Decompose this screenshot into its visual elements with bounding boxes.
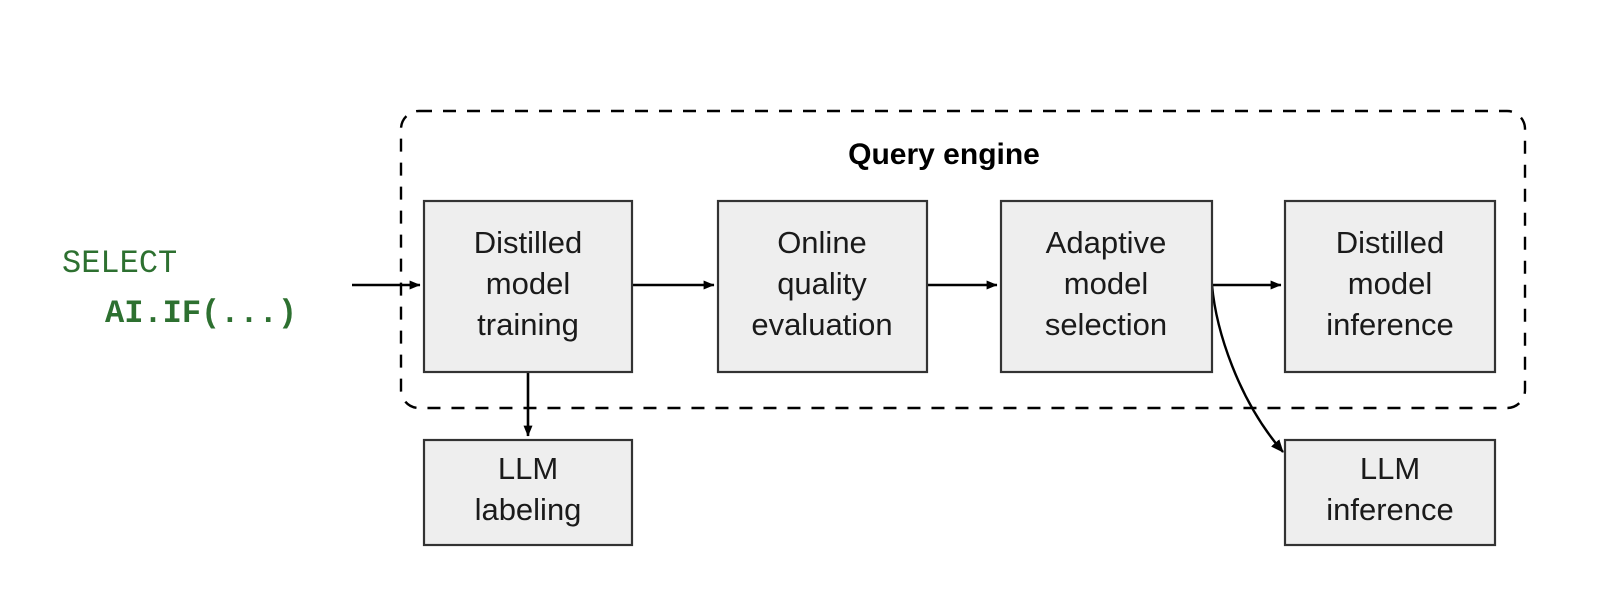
node-label-line: labeling [475, 492, 582, 527]
node-label-line: training [477, 307, 579, 342]
node-label-line: evaluation [751, 307, 892, 342]
node-label-line: Distilled [1336, 225, 1445, 260]
edge-selection-to-llm-inference [1210, 284, 1284, 453]
node-label-line: Online [777, 225, 867, 260]
sql-ai-if-call: AI.IF(...) [105, 295, 297, 332]
sql-select-keyword: SELECT [62, 245, 177, 282]
node-label-line: inference [1326, 307, 1454, 342]
node-label-line: model [1064, 266, 1148, 301]
node-distilled-model-inference[interactable]: Distilled model inference [1283, 199, 1497, 374]
node-llm-labeling[interactable]: LLM labeling [422, 438, 634, 547]
node-label-line: model [1348, 266, 1432, 301]
node-distilled-model-training[interactable]: Distilled model training [422, 199, 634, 374]
node-label-line: Adaptive [1046, 225, 1167, 260]
node-label-line: selection [1045, 307, 1167, 342]
node-online-quality-evaluation[interactable]: Online quality evaluation [716, 199, 929, 374]
query-engine-group-frame [399, 109, 1527, 410]
node-label-line: LLM [498, 451, 558, 486]
query-engine-title: Query engine [848, 138, 1040, 171]
node-adaptive-model-selection[interactable]: Adaptive model selection [999, 199, 1214, 374]
node-label-line: quality [777, 266, 867, 301]
node-label-line: inference [1326, 492, 1454, 527]
node-label-line: model [486, 266, 570, 301]
node-llm-inference[interactable]: LLM inference [1283, 438, 1497, 547]
node-label-line: LLM [1360, 451, 1420, 486]
node-label-line: Distilled [474, 225, 583, 260]
